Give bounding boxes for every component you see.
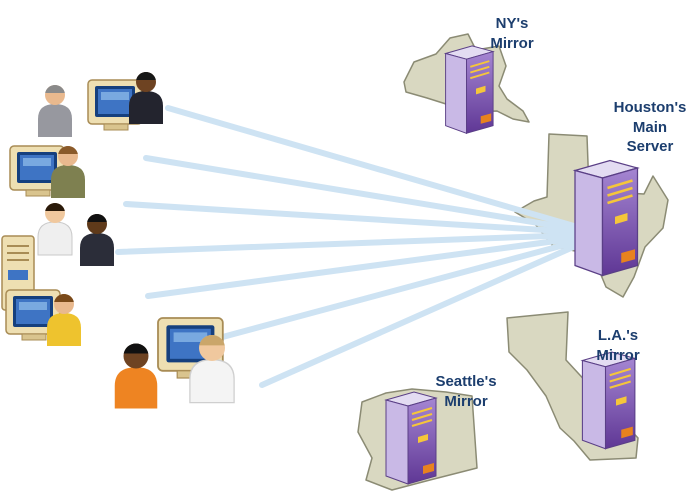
person-icon (114, 343, 158, 409)
computer-monitor-icon (9, 145, 65, 197)
server-tower-icon-la (581, 351, 636, 450)
person-icon (129, 71, 163, 124)
connection-line (201, 238, 582, 345)
label-seattle-mirror: Seattle's Mirror (435, 373, 497, 410)
computer-monitor-icon (5, 289, 61, 341)
connection-line (115, 232, 580, 255)
person-icon (189, 334, 235, 404)
server-tower-icon-houston (573, 159, 639, 277)
person-icon (51, 145, 85, 198)
person-icon (37, 202, 73, 256)
connection-line (165, 105, 577, 229)
label-la-mirror: L.A.'s Mirror (596, 327, 640, 364)
server-tower-icon-ny (444, 44, 495, 135)
person-icon (80, 213, 114, 266)
computer-monitor-icon (87, 79, 143, 131)
connection-lines (115, 105, 583, 388)
connection-line (145, 235, 581, 299)
label-ny-mirror: NY's Mirror (490, 15, 534, 52)
person-icon (38, 84, 72, 137)
connection-line (123, 201, 579, 235)
client-cluster (1, 71, 235, 409)
connection-line (143, 155, 578, 232)
person-icon (47, 293, 81, 346)
connection-line (259, 241, 583, 388)
label-houston-main-server: Houston's Main Server (613, 99, 687, 155)
